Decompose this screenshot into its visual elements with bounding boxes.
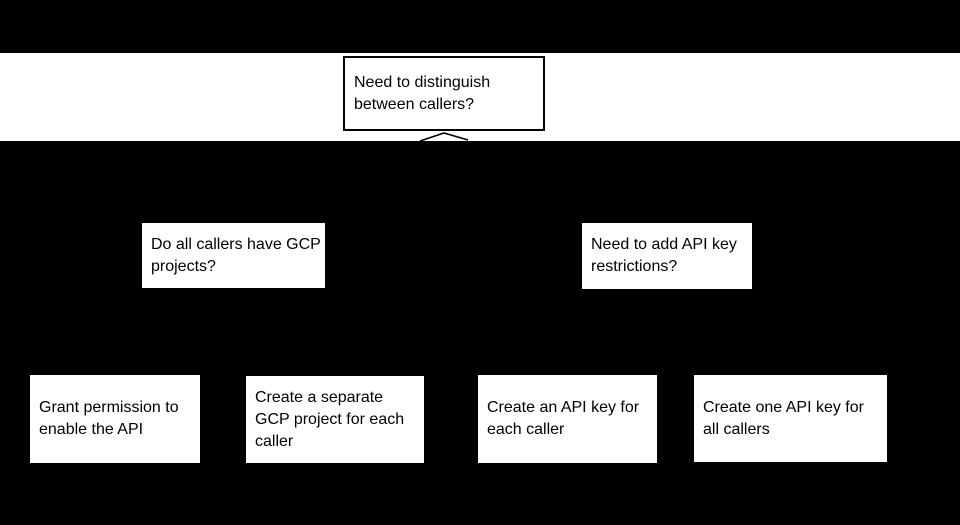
decision-node-label: Need to distinguish between callers? — [354, 73, 491, 113]
decision-node-distinguish-callers: Need to distinguish between callers? — [343, 56, 545, 131]
decision-node-api-key-restrictions: Need to add API key restrictions? — [582, 223, 752, 289]
decision-node-label: Do all callers have GCP projects? — [151, 235, 321, 275]
branch-connector-chevron — [419, 132, 469, 141]
action-node-label: Create a separate GCP project for each c… — [255, 388, 405, 450]
action-node-api-key-each-caller: Create an API key for each caller — [478, 375, 657, 463]
action-node-separate-gcp-project: Create a separate GCP project for each c… — [246, 376, 424, 463]
decision-node-label: Need to add API key restrictions? — [591, 236, 737, 275]
action-node-label: Create an API key for each caller — [487, 399, 640, 438]
decision-node-gcp-projects: Do all callers have GCP projects? — [142, 223, 325, 288]
action-node-grant-permission: Grant permission to enable the API — [30, 375, 200, 463]
action-node-api-key-all-callers: Create one API key for all callers — [694, 375, 887, 462]
action-node-label: Create one API key for all callers — [703, 398, 864, 438]
action-node-label: Grant permission to enable the API — [39, 399, 179, 438]
